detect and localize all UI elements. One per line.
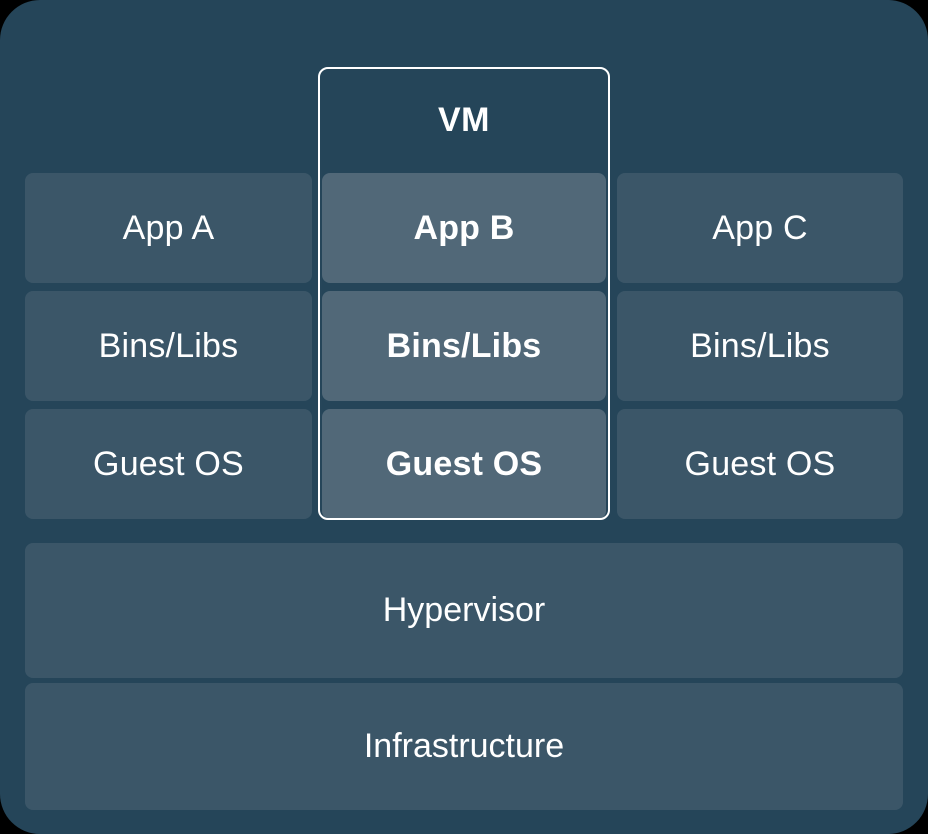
tile-app-b: App B <box>322 173 606 283</box>
tile-guest-os-b: Guest OS <box>322 409 606 519</box>
tile-bins-libs-c: Bins/Libs <box>617 291 903 401</box>
vm-group-label: VM <box>438 100 490 139</box>
tile-bins-libs-a: Bins/Libs <box>25 291 312 401</box>
bar-infrastructure: Infrastructure <box>25 683 903 810</box>
tile-guest-os-c: Guest OS <box>617 409 903 519</box>
bar-hypervisor: Hypervisor <box>25 543 903 678</box>
tile-guest-os-a: Guest OS <box>25 409 312 519</box>
tile-bins-libs-b: Bins/Libs <box>322 291 606 401</box>
tile-app-c: App C <box>617 173 903 283</box>
tile-app-a: App A <box>25 173 312 283</box>
